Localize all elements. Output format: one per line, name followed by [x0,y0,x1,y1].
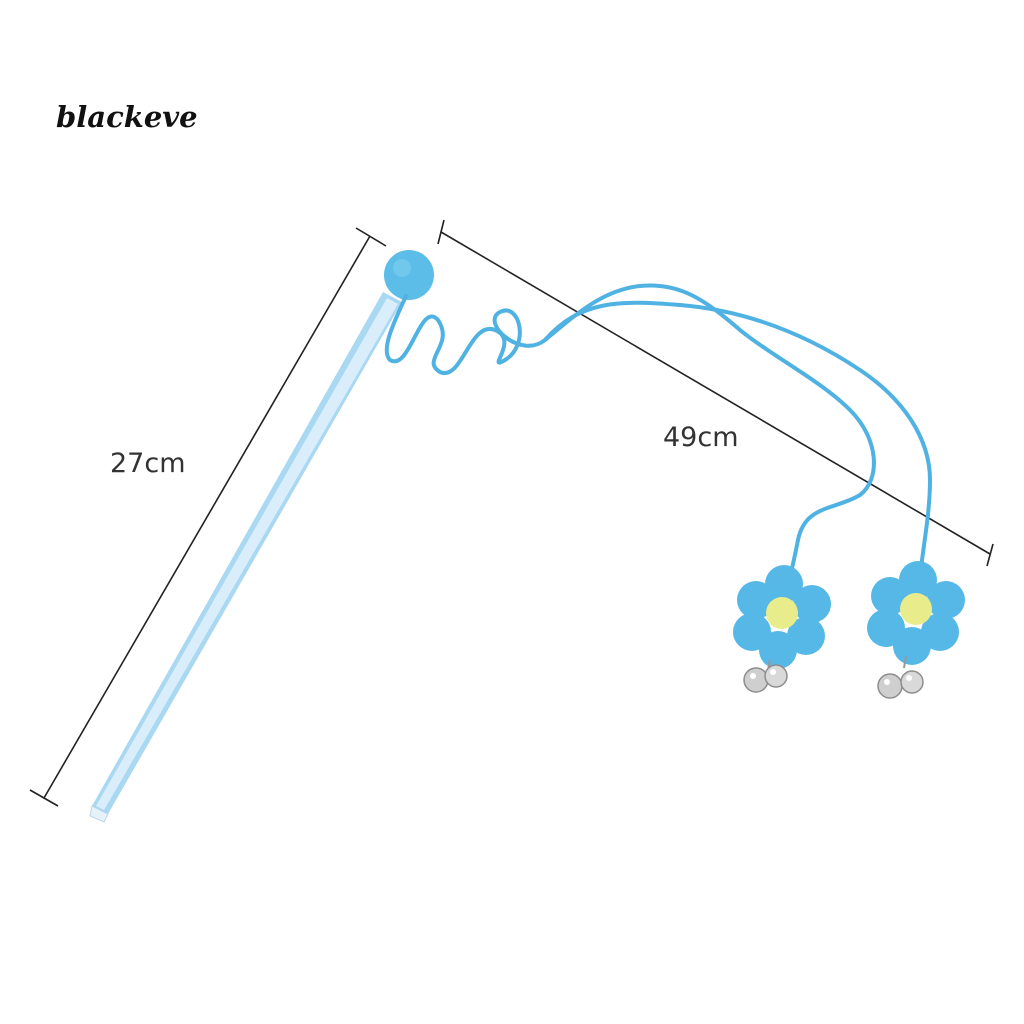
string-length-label: 49cm [663,422,739,453]
handle-measure-line [29,227,387,807]
handle-length-label: 27cm [110,448,186,479]
right-flower [867,561,965,665]
left-flower [733,565,831,669]
string-measure-line [437,219,994,567]
top-pompom [384,250,434,300]
right-bells [877,655,924,699]
wand-stick [89,292,402,823]
elastic-string [384,283,933,602]
left-bells [743,659,788,693]
brand-watermark: blackeve [56,100,198,134]
